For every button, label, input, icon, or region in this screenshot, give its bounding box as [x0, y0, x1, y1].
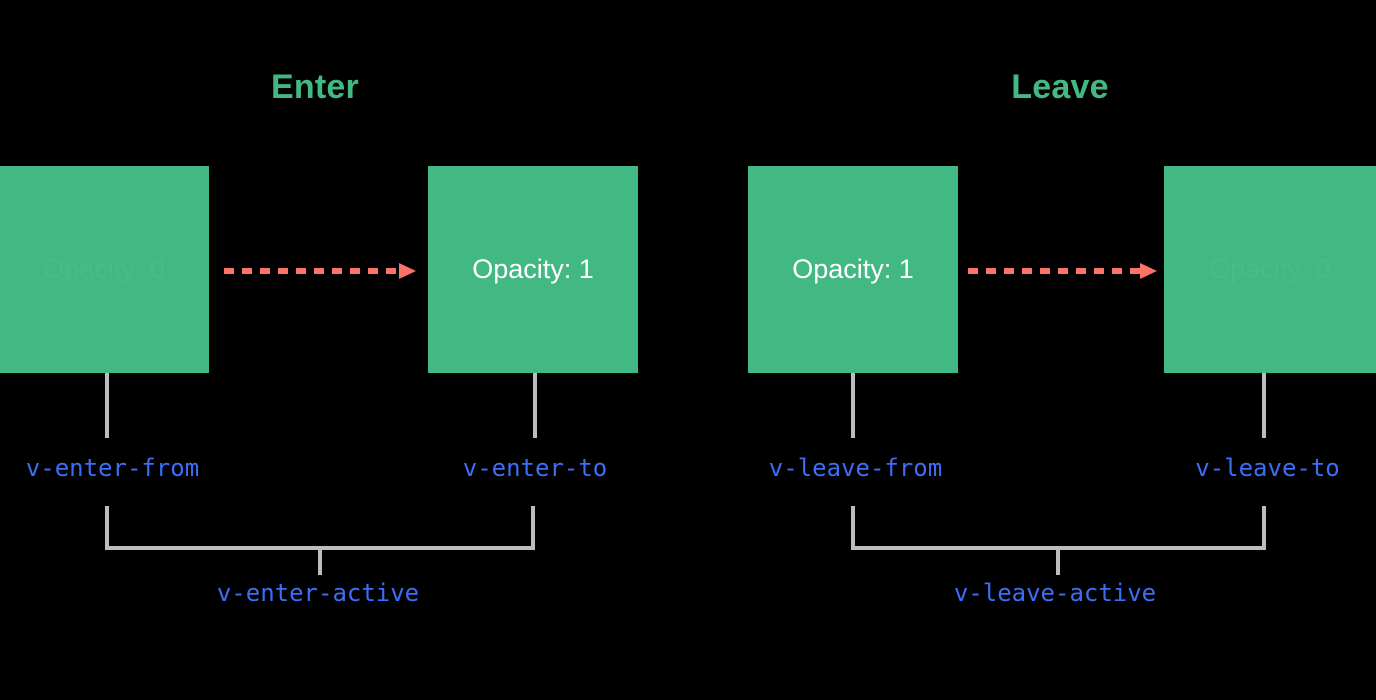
connector-stem-v-enter-to	[533, 373, 537, 438]
bracket-v-enter-active	[105, 506, 535, 550]
arrow-head-icon	[1140, 263, 1157, 279]
state-box-v-leave-to: Opacity: 0	[1164, 166, 1376, 373]
class-label-v-leave-to: v-leave-to	[1195, 454, 1340, 482]
arrow-head-icon	[399, 263, 416, 279]
transition-arrow-enter	[224, 263, 416, 279]
state-box-opacity-text: Opacity: 1	[472, 254, 594, 284]
bracket-v-leave-active	[851, 506, 1266, 550]
state-box-opacity-text: Opacity: 0	[43, 256, 165, 283]
state-box-v-leave-from: Opacity: 1	[748, 166, 958, 373]
section-title-leave: Leave	[1011, 68, 1109, 106]
connector-stem-v-leave-from	[851, 373, 855, 438]
section-title-enter: Enter	[271, 68, 359, 106]
bracket-stem-v-leave-active	[1056, 547, 1060, 575]
arrow-shaft-icon	[224, 268, 400, 274]
connector-stem-v-leave-to	[1262, 373, 1266, 438]
state-box-opacity-text: Opacity: 0	[1209, 256, 1331, 283]
arrow-shaft-icon	[968, 268, 1141, 274]
transition-arrow-leave	[968, 263, 1158, 279]
class-label-v-enter-to: v-enter-to	[462, 454, 608, 482]
class-label-v-enter-active: v-enter-active	[216, 579, 420, 607]
state-box-v-enter-to: Opacity: 1	[428, 166, 638, 373]
connector-stem-v-enter-from	[105, 373, 109, 438]
class-label-v-leave-active: v-leave-active	[953, 579, 1157, 607]
state-box-v-enter-from: Opacity: 0	[0, 166, 209, 373]
class-label-v-leave-from: v-leave-from	[768, 454, 943, 482]
class-label-v-enter-from: v-enter-from	[25, 454, 200, 482]
bracket-stem-v-enter-active	[318, 547, 322, 575]
state-box-opacity-text: Opacity: 1	[792, 254, 914, 284]
